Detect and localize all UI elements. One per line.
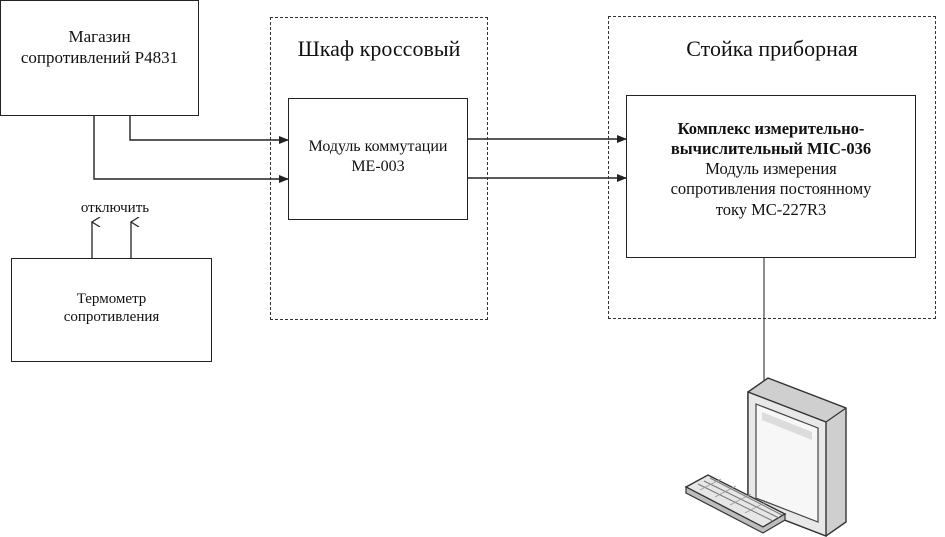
measurement-complex-label: Комплекс измерительно- вычислительный MI… [627,119,915,220]
connector-store-switch-2 [93,116,289,183]
thermometer-line2: сопротивления [63,309,160,326]
thermometer-line1: Термометр [76,291,147,307]
cross-cabinet-title: Шкаф кроссовый [297,36,461,61]
keyboard-icon [684,474,787,534]
resistance-store-block: Магазин сопротивлений Р4831 [0,0,199,116]
thermometer-label: Термометр сопротивления [12,290,211,327]
complex-title-line1: Комплекс измерительно- [677,119,865,138]
switch-module-block: Модуль коммутации МЕ-003 [288,98,468,220]
connector-store-switch-1 [129,116,289,144]
measurement-complex-block: Комплекс измерительно- вычислительный MI… [626,95,916,258]
resistance-store-line1: Магазин [68,27,131,46]
complex-line4: сопротивления постоянному [670,179,872,199]
complex-title-line2: вычислительный MIC-036 [670,139,872,159]
switch-module-label: Модуль коммутации МЕ-003 [289,137,467,176]
instrument-rack-title: Стойка приборная [686,36,858,61]
disconnect-label: отключить [80,200,150,216]
resistance-store-label: Магазин сопротивлений Р4831 [1,27,198,68]
resistance-thermometer-block: Термометр сопротивления [11,258,212,362]
complex-line3: Модуль измерения [705,159,837,179]
instrument-rack-group [608,16,936,319]
switch-module-line1: Модуль коммутации [308,138,448,155]
complex-line5: току МС-227R3 [715,199,827,219]
switch-module-line2: МЕ-003 [351,157,405,175]
resistance-store-line2: сопротивлений Р4831 [20,47,179,67]
cross-cabinet-group [270,17,488,320]
computer-monitor-icon [747,377,847,537]
